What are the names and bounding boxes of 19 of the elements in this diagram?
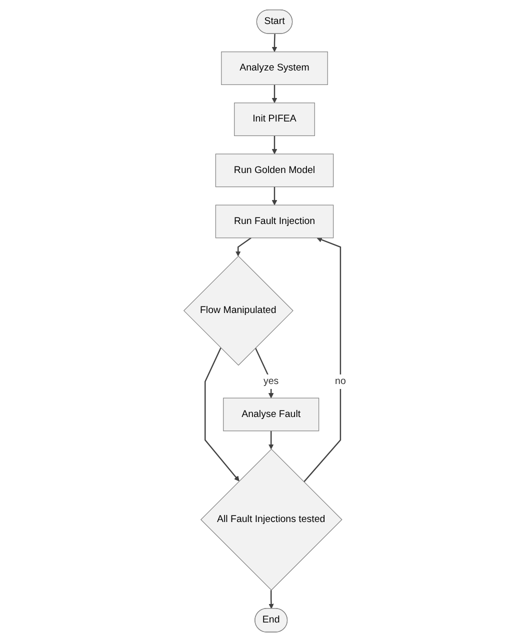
arrow — [272, 84, 278, 104]
arrow — [272, 136, 278, 154]
edge-label: yes — [264, 376, 279, 387]
node-diamond: All Fault Injections tested — [200, 448, 342, 591]
node-diamond: Flow Manipulated — [184, 256, 294, 366]
arrow — [254, 348, 274, 398]
edge-label: no — [335, 376, 346, 387]
arrow — [272, 186, 278, 206]
node-box: Run Golden Model — [216, 154, 334, 188]
arrow — [268, 590, 274, 609]
arrow — [272, 34, 278, 52]
arrow — [304, 237, 342, 482]
arrow — [268, 430, 274, 450]
node-box: Analyze System — [221, 52, 328, 85]
node-box: Run Fault Injection — [216, 204, 334, 238]
node-box: Analyse Fault — [223, 398, 320, 432]
arrow — [236, 237, 252, 256]
node-box: Init PIFEA — [234, 102, 316, 136]
arrow — [204, 348, 240, 482]
